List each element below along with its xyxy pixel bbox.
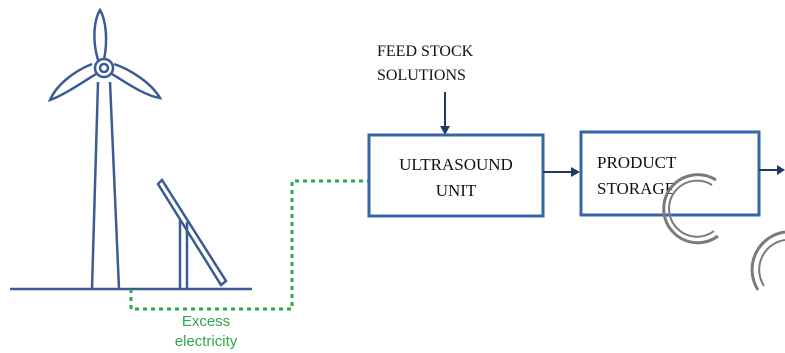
product-label-line1: PRODUCT <box>597 153 677 172</box>
wind-turbine-icon <box>47 7 163 290</box>
ultrasound-label-line2: UNIT <box>436 181 477 200</box>
solar-panel-icon <box>156 178 228 289</box>
excess-label-line1: Excess <box>182 313 230 330</box>
product-label-line2: STORAGE <box>597 179 675 198</box>
ultrasound-to-storage-arrowhead <box>571 167 580 177</box>
ultrasound-label-line1: ULTRASOUND <box>399 155 513 174</box>
ultrasound-unit-box <box>367 133 545 218</box>
output-arrowhead <box>777 165 785 175</box>
watermark-logo <box>662 173 785 291</box>
feedstock-label-line2: SOLUTIONS <box>377 67 466 84</box>
feedstock-label-line1: FEED STOCK <box>377 43 474 60</box>
excess-label-line2: electricity <box>175 333 238 350</box>
feedstock-arrowhead <box>440 126 450 135</box>
